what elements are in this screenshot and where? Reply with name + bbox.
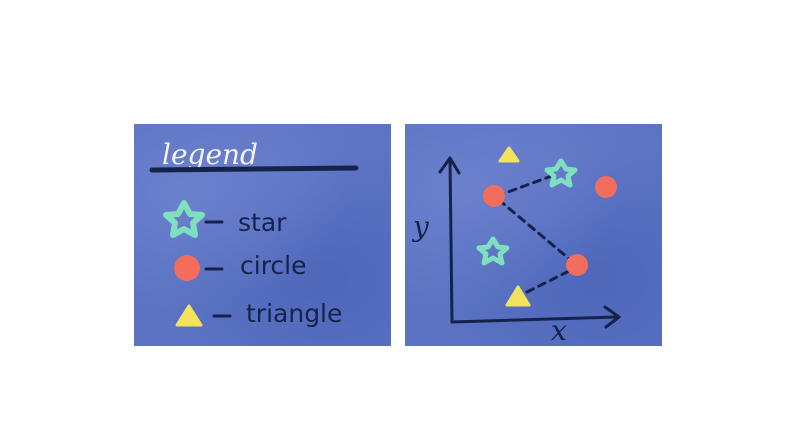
star-mark (476, 236, 510, 266)
legend-svg: legend star circle triangle (149, 138, 359, 328)
legend-star-icon (163, 200, 205, 238)
circle-mark (595, 176, 617, 198)
y-axis (448, 157, 454, 324)
triangle-mark (505, 285, 531, 307)
y-axis-arrowhead (438, 156, 461, 175)
connector-dashed (495, 172, 559, 198)
legend-circle-label: circle (240, 251, 307, 280)
star-mark (544, 158, 578, 188)
legend-triangle-icon (175, 304, 203, 327)
plot-svg: y x (411, 146, 621, 346)
x-axis-label: x (551, 314, 567, 346)
connector-dashed (525, 266, 577, 294)
legend-title-underline (149, 165, 359, 173)
legend-title: legend (162, 138, 258, 171)
y-axis-label: y (411, 210, 430, 243)
circle-mark (483, 185, 505, 207)
x-axis (450, 315, 619, 324)
legend-circle-icon (174, 255, 200, 281)
legend-panel: legend star circle triangle (134, 124, 391, 346)
x-axis-arrowhead (603, 305, 621, 329)
legend-triangle-label: triangle (246, 299, 342, 328)
legend-star-label: star (238, 208, 287, 237)
plot-panel: y x (405, 124, 662, 346)
connector-dashed (497, 198, 575, 264)
circle-mark (566, 254, 588, 276)
triangle-mark (498, 146, 520, 163)
